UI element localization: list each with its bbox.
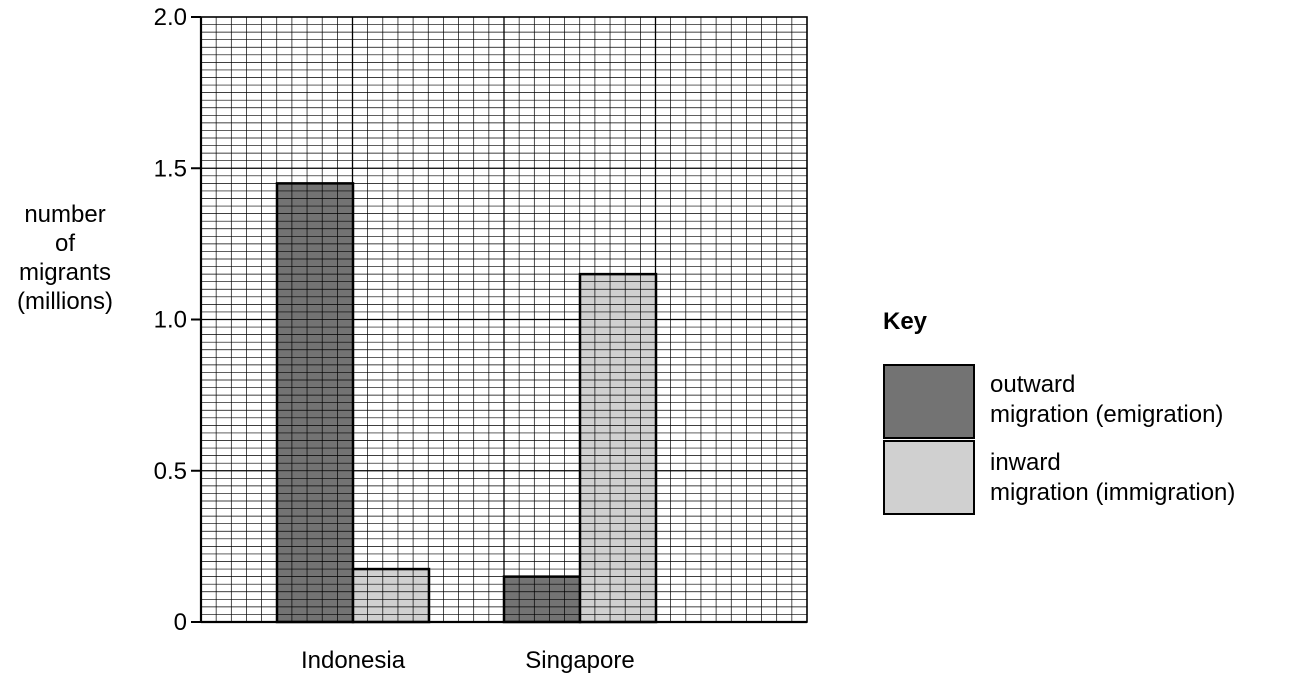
y-tick-label: 0.5: [154, 458, 187, 485]
bar-singapore-outward: [502, 575, 582, 624]
y-axis-title-line: (millions): [17, 288, 113, 315]
y-axis-title-line: migrants: [18, 259, 112, 286]
y-tick-label: 1.0: [154, 307, 187, 334]
y-axis-title: number of migrants (millions): [0, 200, 130, 316]
y-tick-label: 2.0: [154, 4, 187, 31]
y-axis-title-line: number: [24, 201, 106, 228]
bar-fill: [353, 569, 429, 622]
chart-axes: [191, 16, 808, 624]
x-tick-label: Indonesia: [301, 647, 406, 674]
legend-title: Key: [883, 308, 928, 335]
legend-label-inward: inward migration (immigration): [990, 448, 1235, 508]
legend-label-line: migration (emigration): [990, 401, 1224, 428]
bar-indonesia-inward: [351, 567, 431, 624]
legend-label-line: outward: [990, 371, 1076, 398]
y-tick-label: 0: [174, 609, 187, 636]
x-tick-label: Singapore: [525, 647, 634, 674]
legend-label-line: inward: [990, 449, 1061, 476]
legend-label-line: migration (immigration): [990, 479, 1236, 506]
chart-bars: [275, 182, 658, 624]
legend-swatch-inward: [883, 440, 975, 515]
y-tick-label: 1.5: [154, 155, 187, 182]
legend-swatch-outward: [883, 364, 975, 439]
legend-label-outward: outward migration (emigration): [990, 370, 1223, 430]
bar-singapore-inward: [578, 272, 658, 624]
y-axis-title-line: of: [54, 230, 75, 257]
bar-indonesia-outward: [275, 182, 355, 624]
